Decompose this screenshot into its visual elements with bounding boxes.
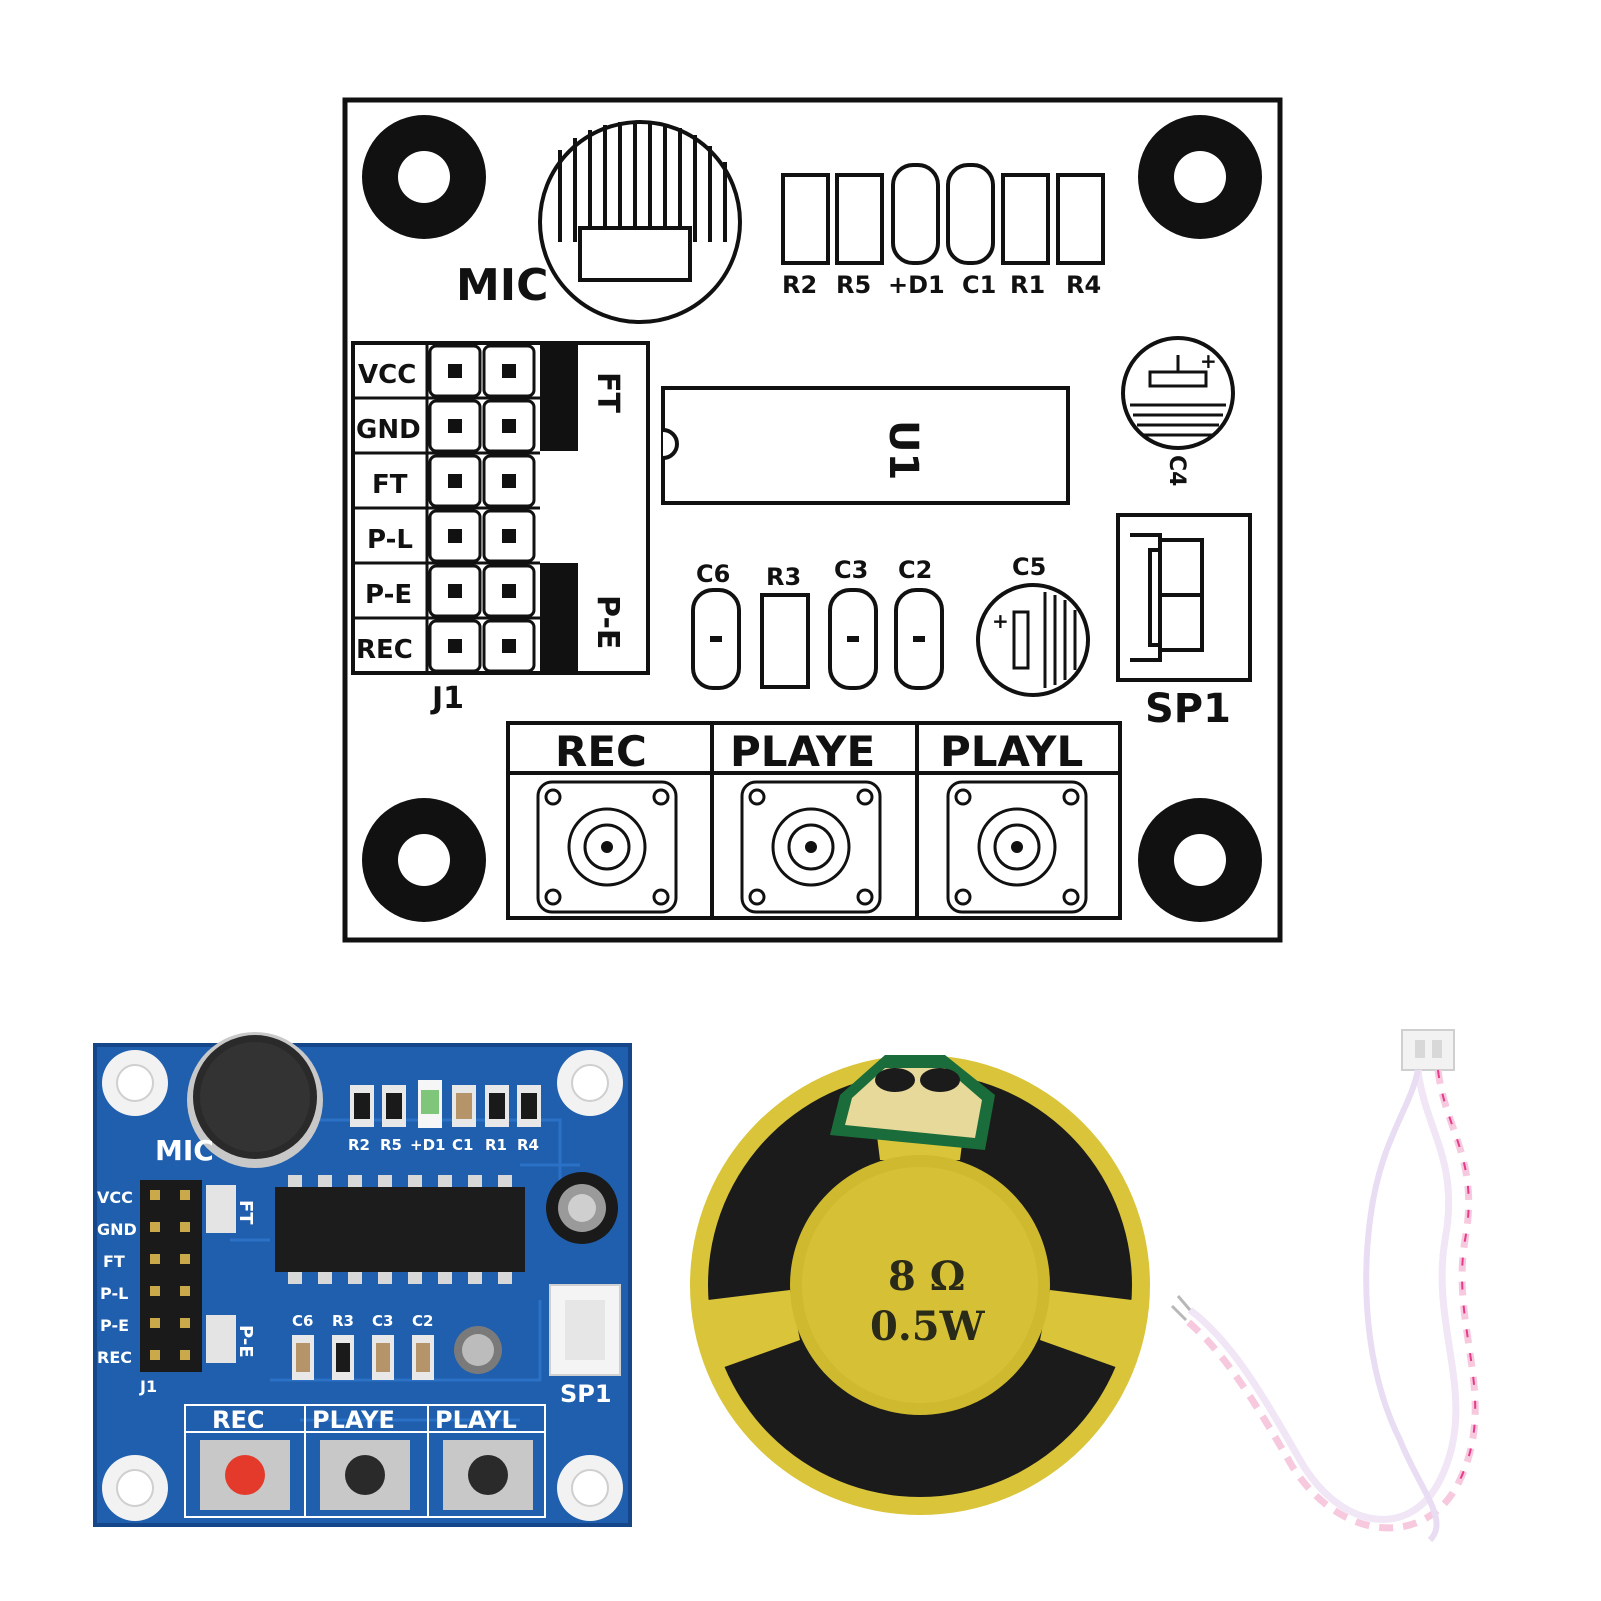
board-sp1-connector: [549, 1284, 621, 1376]
microphone-capsule: [187, 1032, 323, 1168]
pin-label-rec: REC: [356, 635, 413, 665]
speaker-terminal-tab: [830, 1055, 995, 1150]
j1-pin-labels: VCC GND FT P-L P-E REC: [356, 360, 421, 665]
board-label-c3: C3: [372, 1312, 393, 1330]
board-capacitor-c4: [546, 1172, 618, 1244]
board-playe-button-cap: [345, 1455, 385, 1495]
speaker: 8 Ω 0.5W: [690, 1055, 1150, 1515]
board-label-d1: +D1: [410, 1136, 445, 1154]
c4-footprint: +: [1121, 336, 1235, 450]
board-label-r3: R3: [332, 1312, 354, 1330]
layout-button-label-playe: PLAYE: [730, 727, 875, 776]
board-label-c2: C2: [412, 1312, 433, 1330]
board-mic-label: MIC: [155, 1134, 214, 1167]
lower-part-footprints: [691, 588, 944, 690]
board-label-r1: R1: [485, 1136, 507, 1154]
board-pin-ft: FT: [103, 1252, 125, 1271]
svg-text:+: +: [1200, 349, 1217, 373]
layout-button-label-rec: REC: [555, 727, 647, 776]
board-pin-gnd: GND: [97, 1220, 137, 1239]
label-r4: R4: [1066, 271, 1101, 299]
layout-mic-label: MIC: [456, 260, 548, 311]
board-lower-labels: C6 R3 C3 C2: [292, 1312, 433, 1330]
pin-label-pl: P-L: [367, 525, 413, 555]
label-r5: R5: [836, 271, 871, 299]
board-button-label-playe: PLAYE: [312, 1406, 395, 1434]
svg-text:+: +: [992, 609, 1009, 633]
jumper-label-pe: P-E: [590, 595, 625, 649]
board-rec-button-cap: [225, 1455, 265, 1495]
board-label-r5: R5: [380, 1136, 402, 1154]
board-jumper-ft: FT: [235, 1200, 256, 1225]
board-label-c6: C6: [292, 1312, 313, 1330]
u1-chip-footprint: [661, 386, 1070, 505]
board-label-r4: R4: [517, 1136, 539, 1154]
resistor-row-labels: R2 R5 +D1 C1 R1 R4: [782, 271, 1101, 299]
recorder-module-board: MIC R2 R5 +D1 C1 R1 R4: [93, 1032, 632, 1527]
board-sp1-label: SP1: [560, 1380, 612, 1408]
jumper-label-ft: FT: [590, 372, 625, 413]
layout-sp1-label: SP1: [1145, 686, 1231, 732]
board-pin-pl: P-L: [100, 1284, 128, 1303]
pcb-layout-drawing: MIC R2 R5 +D1 C1 R1 R4: [342, 97, 1283, 943]
speaker-power: 0.5W: [870, 1303, 986, 1350]
speaker-impedance: 8 Ω: [888, 1253, 965, 1300]
layout-mounting-holes: [362, 115, 1262, 922]
layout-button-rec: [536, 780, 678, 914]
layout-c5-label: C5: [1012, 553, 1046, 581]
board-lower-smd: [292, 1335, 434, 1380]
board-button-panel: [184, 1404, 546, 1518]
board-label-r2: R2: [348, 1136, 370, 1154]
pin-label-pe: P-E: [365, 580, 412, 610]
board-capacitor-c5: [454, 1326, 502, 1374]
label-c2: C2: [898, 556, 932, 584]
label-r1: R1: [1010, 271, 1045, 299]
cable-connector: [1401, 1029, 1455, 1071]
layout-u1-label: U1: [880, 420, 926, 480]
pin-label-gnd: GND: [356, 415, 421, 445]
lower-part-labels: C6 R3 C3 C2: [696, 556, 932, 591]
mic-footprint: [538, 120, 742, 324]
board-jumper-pe: P-E: [235, 1325, 256, 1358]
layout-button-playe: [740, 780, 882, 914]
board-smd-row-labels: R2 R5 +D1 C1 R1 R4: [348, 1136, 539, 1154]
board-pin-vcc: VCC: [97, 1188, 133, 1207]
board-button-label-playl: PLAYL: [435, 1406, 517, 1434]
label-r2: R2: [782, 271, 817, 299]
pin-label-ft: FT: [372, 470, 408, 500]
layout-j1-label: J1: [430, 681, 464, 716]
label-c6: C6: [696, 560, 730, 588]
button-panel-footprint: [506, 721, 1122, 920]
board-smd-row: [350, 1080, 541, 1128]
sp1-footprint: [1116, 513, 1252, 682]
board-dip-chip: [275, 1175, 525, 1284]
layout-button-label-playl: PLAYL: [940, 727, 1083, 776]
board-j1-label: J1: [139, 1377, 157, 1396]
label-d1: +D1: [888, 271, 945, 299]
board-pin-rec: REC: [97, 1348, 132, 1367]
layout-c4-label: C4: [1164, 455, 1189, 486]
board-playl-button-cap: [468, 1455, 508, 1495]
j1-header-footprint: [351, 341, 650, 675]
board-label-c1: C1: [452, 1136, 473, 1154]
layout-button-playl: [946, 780, 1088, 914]
board-pin-labels: VCC GND FT P-L P-E REC: [97, 1188, 137, 1367]
board-pin-header: [140, 1180, 236, 1372]
c5-footprint: +: [976, 583, 1090, 697]
board-button-label-rec: REC: [212, 1406, 265, 1434]
label-c3: C3: [834, 556, 868, 584]
speaker-cable: [1170, 1029, 1479, 1543]
board-pin-pe: P-E: [100, 1316, 129, 1335]
label-r3: R3: [766, 563, 801, 591]
pin-label-vcc: VCC: [358, 360, 416, 390]
board-mounting-holes: [102, 1050, 623, 1521]
label-c1: C1: [962, 271, 996, 299]
resistor-row-footprints: [781, 163, 1105, 265]
